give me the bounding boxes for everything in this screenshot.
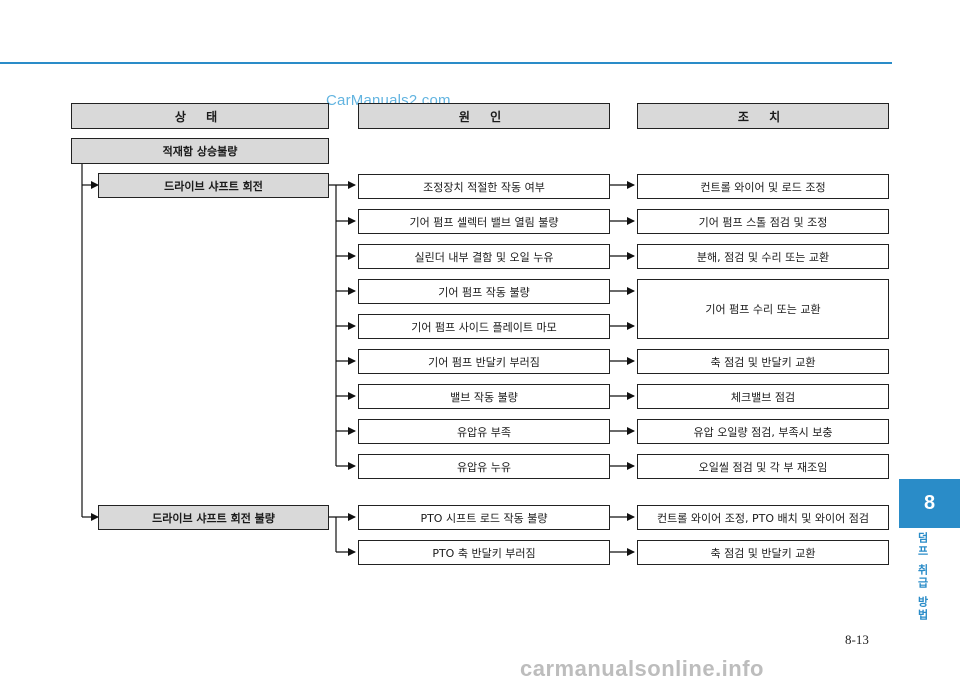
cause-box: 기어 펌프 셀렉터 밸브 열림 불량 — [358, 209, 610, 234]
cause-box: 유압유 누유 — [358, 454, 610, 479]
header-rule — [0, 62, 892, 64]
cause-box: 유압유 부족 — [358, 419, 610, 444]
header-action: 조 치 — [637, 103, 889, 129]
group-box-rotation-fault: 드라이브 샤프트 회전 불량 — [98, 505, 329, 530]
action-box: 오일씰 점검 및 각 부 재조임 — [637, 454, 889, 479]
page-number: 8-13 — [845, 632, 869, 647]
cause-box: 조정장치 적절한 작동 여부 — [358, 174, 610, 199]
group-box-rotation: 드라이브 샤프트 회전 — [98, 173, 329, 198]
watermark-bottom: carmanualsonline.info — [520, 656, 764, 681]
action-box: 축 점검 및 반달키 교환 — [637, 349, 889, 374]
cause-box: 기어 펌프 반달키 부러짐 — [358, 349, 610, 374]
action-box: 분해, 점검 및 수리 또는 교환 — [637, 244, 889, 269]
action-box: 컨트롤 와이어 조정, PTO 배치 및 와이어 점검 — [637, 505, 889, 530]
cause-box: 밸브 작동 불량 — [358, 384, 610, 409]
cause-box: 기어 펌프 작동 불량 — [358, 279, 610, 304]
main-state-box: 적재함 상승불량 — [71, 138, 329, 164]
chapter-tab: 8 — [899, 479, 960, 528]
action-box: 체크밸브 점검 — [637, 384, 889, 409]
cause-box: 기어 펌프 사이드 플레이트 마모 — [358, 314, 610, 339]
action-box: 유압 오일량 점검, 부족시 보충 — [637, 419, 889, 444]
action-box: 축 점검 및 반달키 교환 — [637, 540, 889, 565]
cause-box: 실린더 내부 결함 및 오일 누유 — [358, 244, 610, 269]
chapter-title: 덤프 취급 방법 — [916, 532, 929, 622]
header-cause: 원 인 — [358, 103, 610, 129]
action-box: 컨트롤 와이어 및 로드 조정 — [637, 174, 889, 199]
action-box: 기어 펌프 스톨 점검 및 조정 — [637, 209, 889, 234]
action-box: 기어 펌프 수리 또는 교환 — [637, 279, 889, 339]
header-state: 상 태 — [71, 103, 329, 129]
cause-box: PTO 시프트 로드 작동 불량 — [358, 505, 610, 530]
cause-box: PTO 축 반달키 부러짐 — [358, 540, 610, 565]
